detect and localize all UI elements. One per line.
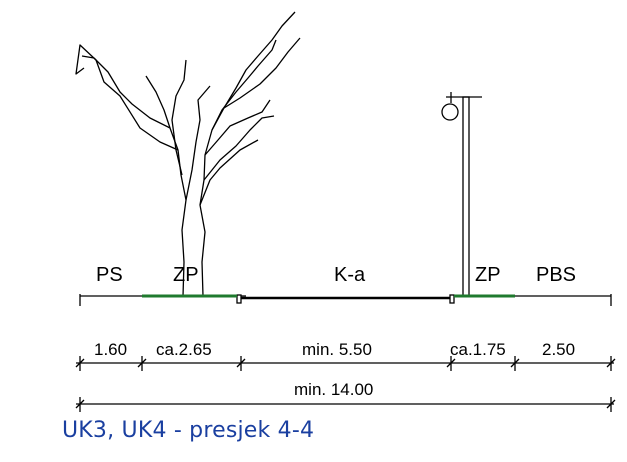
ground-profile — [79, 294, 612, 306]
dimension-line-total — [75, 397, 616, 412]
zone-label-ps: PS — [96, 264, 123, 286]
tree-icon — [75, 11, 301, 297]
dimension-4: ca.1.75 — [450, 340, 506, 359]
dimension-line-parts — [75, 356, 616, 371]
zone-label-pbs: PBS — [536, 264, 576, 286]
zone-label-ka: K-a — [334, 264, 366, 286]
zone-label-zp-left: ZP — [173, 264, 199, 286]
street-lamp-icon — [441, 92, 482, 297]
dimension-5: 2.50 — [542, 340, 575, 359]
dimension-3: min. 5.50 — [302, 340, 372, 359]
zone-label-zp-right: ZP — [475, 264, 501, 286]
dimension-total: min. 14.00 — [294, 380, 373, 399]
section-title: UK3, UK4 - presjek 4-4 — [62, 418, 315, 443]
dimension-2: ca.2.65 — [156, 340, 212, 359]
dimension-1: 1.60 — [94, 340, 127, 359]
